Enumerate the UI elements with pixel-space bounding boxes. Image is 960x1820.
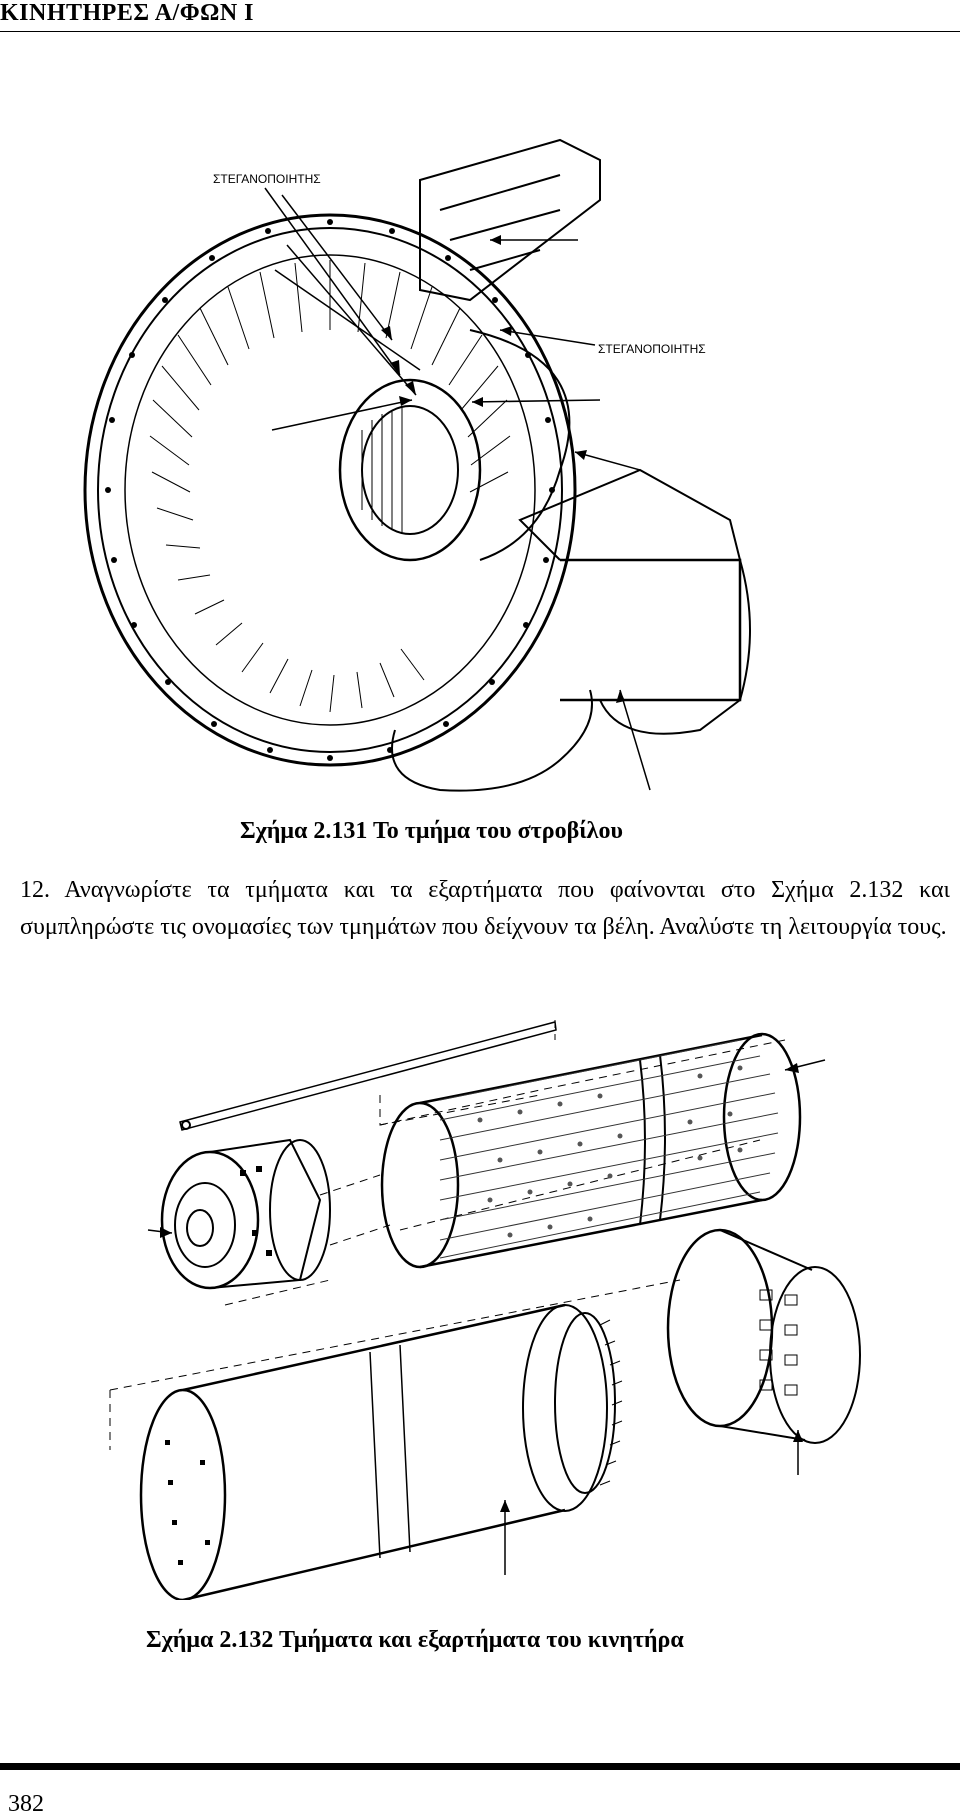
figure-132-caption: Σχήμα 2.132 Τμήματα και εξαρτήματα του κ… [146, 1627, 684, 1653]
header-rule [0, 31, 960, 32]
page-number: 382 [8, 1791, 44, 1817]
header-title: ΚΙΝΗΤΗΡΕΣ Α/ΦΩΝ Ι [0, 0, 255, 26]
engine-parts-illustration [109, 1020, 861, 1600]
footer-rule [0, 1763, 960, 1770]
question-12: 12. Αναγνωρίστε τα τμήματα και τα εξαρτή… [20, 877, 950, 940]
figure-131-caption: Σχήμα 2.131 Το τμήμα του στροβίλου [240, 818, 623, 844]
turbine-section-illustration: ΣΤΕΓΑΝΟΠΟΙΗΤΗΣ ΣΤΕΓΑΝΟΠΟΙΗΤΗΣ [83, 138, 751, 792]
seal-label-right: ΣΤΕΓΑΝΟΠΟΙΗΤΗΣ [598, 342, 706, 356]
seal-label-top: ΣΤΕΓΑΝΟΠΟΙΗΤΗΣ [213, 172, 321, 186]
